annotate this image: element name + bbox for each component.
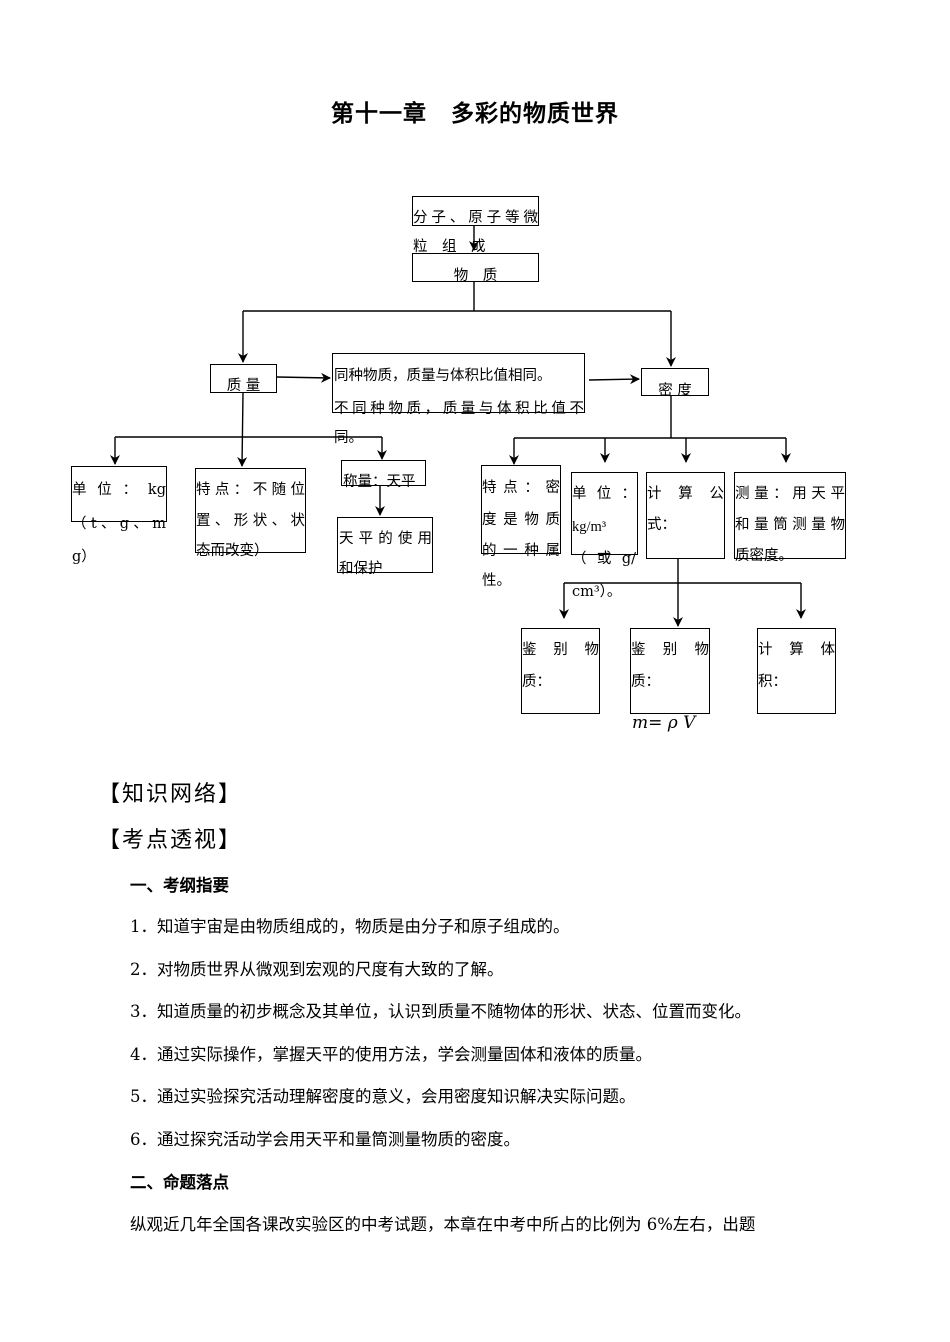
outline-heading: 一、考纲指要 <box>130 876 229 895</box>
calc-volume-line-1: 计 算 体 <box>758 642 835 658</box>
section-network: 【知识网络】 <box>98 782 243 807</box>
density-feature-line-3: 的 一 种 属 <box>482 543 560 559</box>
density-unit-line-2: kg/m³ <box>572 519 607 535</box>
density-unit-box <box>571 472 638 555</box>
section-focus: 【考点透视】 <box>98 828 243 853</box>
outline-item: 4．通过实际操作，掌握天平的使用方法，学会测量固体和液体的质量。 <box>130 1045 652 1064</box>
mass-feature-line-2: 置、形状、状 <box>196 513 305 529</box>
balance-box <box>341 460 426 486</box>
density-box <box>641 368 709 396</box>
mass-feature-line-1: 特点：不随位 <box>196 482 305 498</box>
mass-box <box>210 364 277 393</box>
density-label: 密 度 <box>658 383 692 399</box>
formula-box <box>646 472 725 559</box>
density-unit-line-4: cm³）。 <box>572 584 622 600</box>
measure-line-2: 和量筒测量物 <box>735 517 845 533</box>
outline-item: 3．知道质量的初步概念及其单位，认识到质量不随物体的形状、状态、位置而变化。 <box>130 1002 751 1021</box>
density-feature-line-4: 性。 <box>482 573 511 589</box>
concept-map-connectors <box>110 226 806 627</box>
topics-heading: 二、命题落点 <box>130 1173 229 1192</box>
formula-label-line-1: 计 算 公 <box>647 486 724 502</box>
mass-unit-line-2: （t、g、m <box>72 516 166 532</box>
formula-text: m= ρ V <box>632 713 696 733</box>
ratio-line-3: 同。 <box>334 430 363 446</box>
ratio-box <box>332 353 585 413</box>
balance-use-box <box>337 517 433 573</box>
mass-feature-line-3: 态而改变） <box>196 543 269 559</box>
ratio-line-1: 同种物质，质量与体积比值相同。 <box>334 368 552 384</box>
density-feature-box <box>481 465 561 554</box>
identify1-line-1: 鉴 别 物 <box>522 642 599 658</box>
page-title: 第十一章 多彩的物质世界 <box>331 100 619 127</box>
balance-use-line-1: 天平的使用 <box>339 531 432 547</box>
mass-label: 质 量 <box>226 378 261 394</box>
balance-title: 称量：天平 <box>343 474 416 490</box>
identify2-line-2: 质： <box>631 674 660 690</box>
measure-line-3: 质密度。 <box>735 548 793 564</box>
density-feature-line-2: 度 是 物 质 <box>482 512 560 528</box>
density-unit-line-3: （ 或 g/ <box>572 551 636 567</box>
balance-use-line-2: 和保护 <box>339 561 383 577</box>
composition-text-2: 粒 组 成 <box>413 239 486 255</box>
mass-feature-box <box>195 468 306 553</box>
outline-item: 5．通过实验探究活动理解密度的意义，会用密度知识解决实际问题。 <box>130 1087 636 1106</box>
calc-volume-box <box>757 628 836 714</box>
identify-box-1 <box>521 628 600 714</box>
outline-item: 2．对物质世界从微观到宏观的尺度有大致的了解。 <box>130 960 504 979</box>
measure-line-1: 测量：用天平 <box>735 486 845 502</box>
calc-volume-line-2: 积： <box>758 674 787 690</box>
matter-label: 物 质 <box>453 268 498 284</box>
matter-box <box>412 253 539 282</box>
outline-item: 6．通过探究活动学会用天平和量筒测量物质的密度。 <box>130 1130 520 1149</box>
composition-box <box>412 196 539 226</box>
outline-item: 1．知道宇宙是由物质组成的，物质是由分子和原子组成的。 <box>130 917 570 936</box>
identify1-line-2: 质： <box>522 674 551 690</box>
composition-text-1: 分子、原子等微 <box>413 210 538 226</box>
identify2-line-1: 鉴 别 物 <box>631 642 709 658</box>
density-feature-line-1: 特 点 ： 密 <box>482 480 560 496</box>
mass-unit-line-1: 单 位 ： kg <box>72 482 166 498</box>
density-unit-line-1: 单 位 ： <box>572 486 636 502</box>
identify-box-2 <box>630 628 710 714</box>
mass-unit-line-3: g） <box>72 549 96 565</box>
measure-box <box>734 472 846 559</box>
ratio-line-2: 不同种物质，质量与体积比值不 <box>334 401 584 417</box>
mass-unit-box <box>71 466 167 522</box>
formula-label-line-2: 式： <box>647 517 676 533</box>
topics-paragraph: 纵观近几年全国各课改实验区的中考试题，本章在中考中所占的比例为 6%左右，出题 <box>130 1215 756 1234</box>
